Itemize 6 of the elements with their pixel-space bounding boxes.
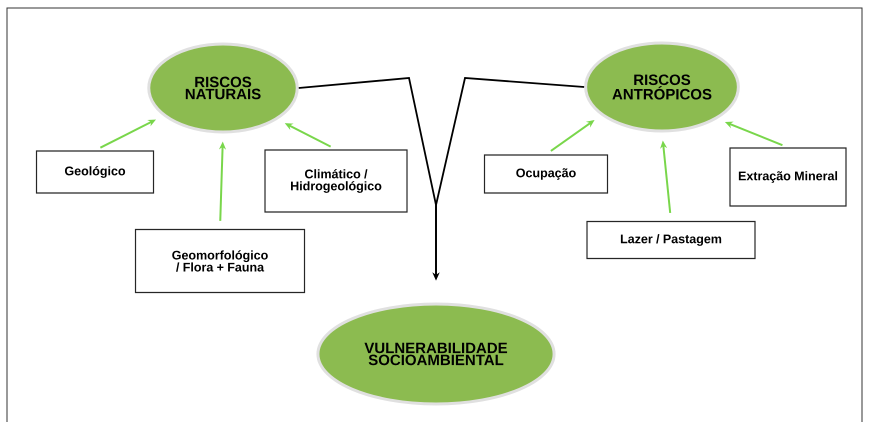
factor-box: Climático / Hidrogeológico	[264, 149, 408, 213]
factor-box: Extração Mineral	[729, 147, 847, 207]
factor-box: Geológico	[36, 150, 154, 194]
factor-box: Ocupação	[484, 154, 608, 194]
factor-box: Geomorfológico / Flora + Fauna	[134, 228, 306, 294]
factor-box: Lazer / Pastagem	[586, 220, 756, 260]
